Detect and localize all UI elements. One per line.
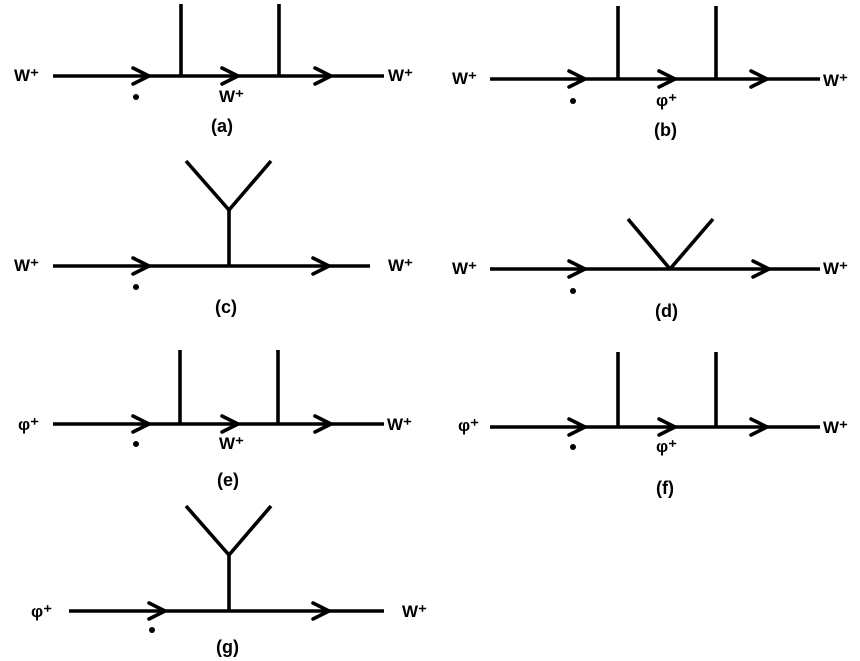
arrow-icon bbox=[131, 256, 154, 276]
internal-label: W⁺ bbox=[219, 87, 244, 106]
external-leg bbox=[184, 159, 231, 212]
outgoing-label: W⁺ bbox=[823, 418, 848, 437]
arrow-icon bbox=[751, 259, 774, 279]
caption: (e) bbox=[217, 470, 239, 490]
external-leg bbox=[626, 217, 672, 271]
caption: (b) bbox=[654, 120, 677, 140]
outgoing-label: W⁺ bbox=[823, 259, 848, 278]
arrow-icon bbox=[311, 256, 334, 276]
diagram-g: φ⁺ W⁺ (g) bbox=[31, 504, 427, 657]
incoming-label: φ⁺ bbox=[458, 416, 479, 435]
incoming-label: φ⁺ bbox=[18, 415, 39, 434]
insertion-dot bbox=[570, 444, 576, 450]
arrow-icon bbox=[749, 69, 772, 89]
insertion-dot bbox=[149, 627, 155, 633]
arrow-icon bbox=[311, 601, 334, 621]
arrow-icon bbox=[313, 414, 336, 434]
incoming-label: φ⁺ bbox=[31, 602, 52, 621]
diagram-a: W⁺ W⁺ W⁺ (a) bbox=[14, 4, 413, 136]
caption: (a) bbox=[211, 116, 233, 136]
insertion-dot bbox=[570, 98, 576, 104]
internal-label: W⁺ bbox=[219, 434, 244, 453]
arrow-icon bbox=[567, 259, 590, 279]
external-leg bbox=[227, 504, 273, 557]
diagram-b: W⁺ W⁺ φ⁺ (b) bbox=[452, 6, 848, 140]
diagram-d: W⁺ W⁺ (d) bbox=[452, 217, 848, 321]
outgoing-label: W⁺ bbox=[388, 66, 413, 85]
arrow-icon bbox=[220, 414, 243, 434]
arrow-icon bbox=[567, 417, 590, 437]
arrow-icon bbox=[220, 66, 243, 86]
insertion-dot bbox=[133, 284, 139, 290]
incoming-label: W⁺ bbox=[14, 256, 39, 275]
incoming-label: W⁺ bbox=[452, 259, 477, 278]
arrow-icon bbox=[131, 66, 154, 86]
outgoing-label: W⁺ bbox=[387, 415, 412, 434]
incoming-label: W⁺ bbox=[14, 66, 39, 85]
internal-label: φ⁺ bbox=[656, 91, 677, 110]
arrow-icon bbox=[657, 69, 680, 89]
arrow-icon bbox=[749, 417, 772, 437]
insertion-dot bbox=[570, 288, 576, 294]
caption: (g) bbox=[216, 637, 239, 657]
arrow-icon bbox=[657, 417, 680, 437]
caption: (f) bbox=[656, 478, 674, 498]
outgoing-label: W⁺ bbox=[402, 602, 427, 621]
insertion-dot bbox=[133, 94, 139, 100]
external-leg bbox=[184, 504, 231, 557]
insertion-dot bbox=[133, 441, 139, 447]
diagram-f: φ⁺ W⁺ φ⁺ (f) bbox=[458, 352, 848, 498]
caption: (d) bbox=[655, 301, 678, 321]
diagram-e: φ⁺ W⁺ W⁺ (e) bbox=[18, 350, 412, 490]
internal-label: φ⁺ bbox=[656, 437, 677, 456]
incoming-label: W⁺ bbox=[452, 69, 477, 88]
arrow-icon bbox=[147, 601, 170, 621]
external-leg bbox=[227, 159, 273, 212]
external-leg bbox=[668, 217, 715, 271]
arrow-icon bbox=[313, 66, 336, 86]
outgoing-label: W⁺ bbox=[823, 71, 848, 90]
arrow-icon bbox=[567, 69, 590, 89]
arrow-icon bbox=[131, 414, 154, 434]
caption: (c) bbox=[215, 297, 237, 317]
outgoing-label: W⁺ bbox=[388, 256, 413, 275]
diagram-c: W⁺ W⁺ (c) bbox=[14, 159, 413, 317]
